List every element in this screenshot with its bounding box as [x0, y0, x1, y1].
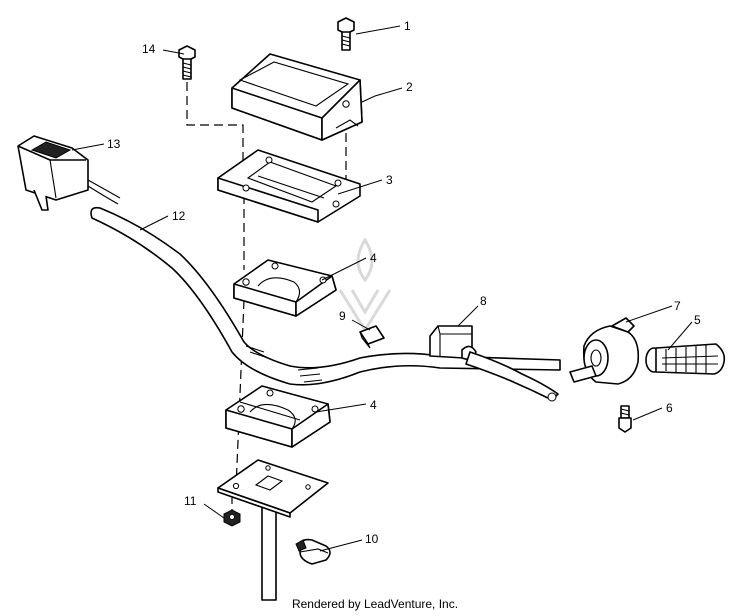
callout-8: 8	[480, 294, 487, 308]
watermark-logo	[338, 237, 392, 333]
nut	[223, 509, 241, 527]
screw	[618, 405, 632, 433]
hose-clamp	[295, 538, 331, 565]
callout-10: 10	[365, 532, 379, 546]
handlebar-pad	[231, 53, 363, 141]
spacer	[359, 325, 385, 349]
callout-12: 12	[172, 209, 186, 223]
callout-14: 14	[142, 42, 156, 56]
handlebar	[90, 206, 561, 386]
render-credit: Rendered by LeadVenture, Inc.	[291, 597, 459, 611]
upper-clamp-block	[233, 259, 337, 317]
brake-master-cylinder	[17, 135, 121, 211]
throttle-housing	[569, 317, 640, 385]
callout-4-upper: 4	[370, 251, 377, 265]
callout-6: 6	[666, 401, 673, 415]
callout-3: 3	[386, 173, 393, 187]
hand-grip	[645, 343, 726, 375]
callout-11: 11	[184, 494, 197, 508]
callout-13: 13	[107, 137, 121, 151]
lower-clamp-block	[225, 385, 331, 448]
bolt-side	[178, 45, 196, 80]
callout-9: 9	[339, 309, 346, 323]
mounting-plate	[217, 459, 329, 518]
callout-labels: 1 2 3 4 4 5 6 7 8 9 10 11 12 13 14	[107, 19, 701, 546]
callout-2: 2	[406, 80, 413, 94]
callout-7: 7	[674, 299, 681, 313]
pad-base-plate	[217, 149, 361, 223]
brake-lever	[465, 351, 559, 402]
callout-5: 5	[694, 313, 701, 327]
callout-1: 1	[404, 19, 411, 33]
leader-lines	[71, 25, 693, 552]
steering-column	[261, 505, 277, 601]
bolt-top	[337, 17, 355, 51]
callout-4-lower: 4	[370, 398, 377, 412]
